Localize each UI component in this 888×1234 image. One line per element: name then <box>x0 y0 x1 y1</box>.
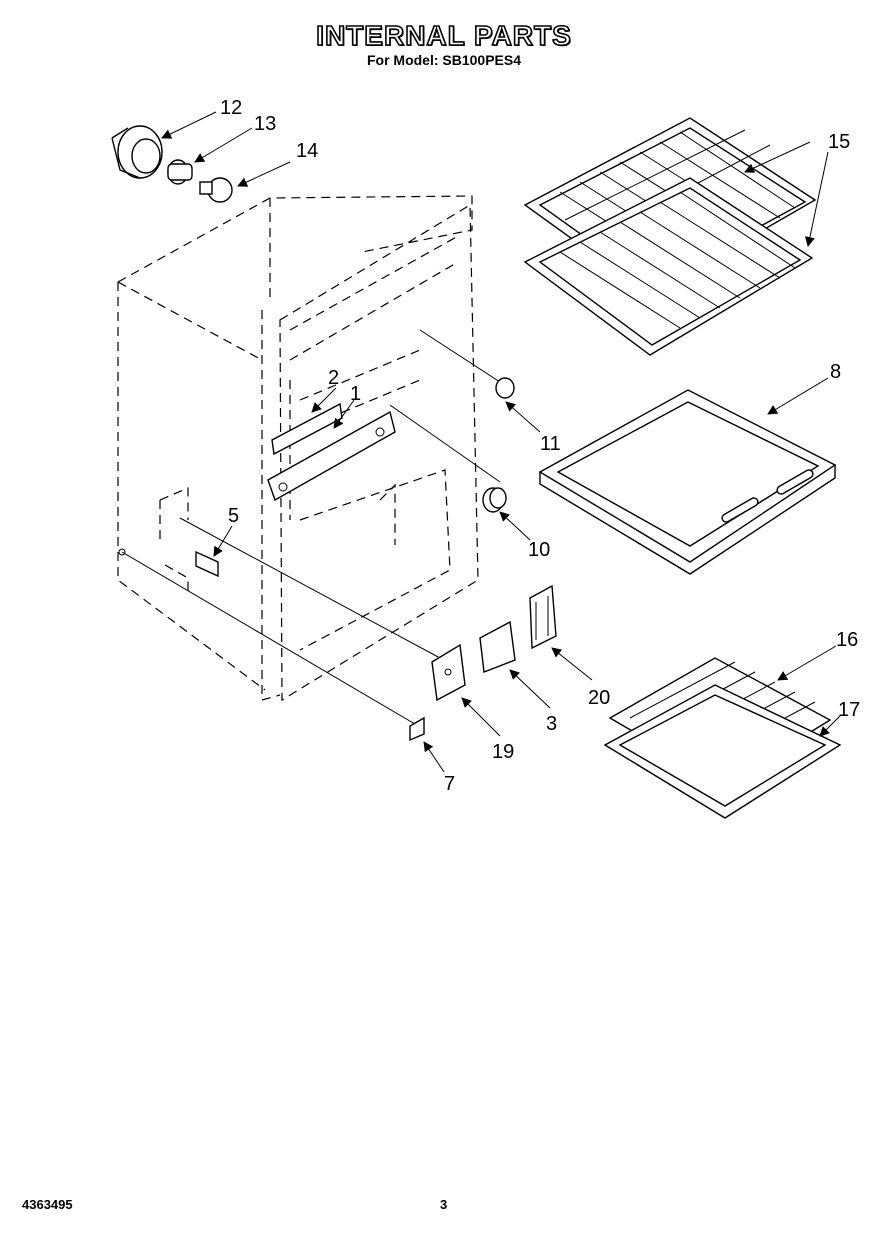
rack-support-rail-part <box>267 410 396 502</box>
broiler-pan-part <box>603 684 842 819</box>
callout-arrows <box>161 111 841 773</box>
mounting-plate-part-19 <box>431 643 466 702</box>
callout-19: 19 <box>492 741 514 763</box>
knob-part-11 <box>495 377 515 399</box>
callout-3: 3 <box>546 713 557 735</box>
callout-11: 11 <box>540 433 561 455</box>
callout-14: 14 <box>296 140 318 162</box>
oven-rack-lower <box>523 177 814 356</box>
oven-tray-part <box>538 389 837 575</box>
light-housing-part <box>111 125 163 179</box>
callout-20: 20 <box>588 687 610 709</box>
callout-8: 8 <box>830 361 841 383</box>
callout-7: 7 <box>444 773 455 795</box>
document-number: 4363495 <box>22 1197 73 1212</box>
callout-13: 13 <box>254 113 276 135</box>
callout-16: 16 <box>836 629 858 651</box>
callout-17: 17 <box>838 699 860 721</box>
callout-5: 5 <box>228 505 239 527</box>
callout-2: 2 <box>328 367 339 389</box>
oven-cavity-outline <box>117 195 479 702</box>
plate-part-3 <box>479 620 516 673</box>
callout-1: 1 <box>350 383 361 405</box>
light-socket-part <box>167 159 193 185</box>
clip-part-7 <box>409 716 425 742</box>
knob-part-10 <box>482 487 507 513</box>
callout-10: 10 <box>528 539 550 561</box>
callout-15: 15 <box>828 131 850 153</box>
callout-labels: 12 13 14 15 8 2 1 11 10 5 16 17 20 3 19 … <box>220 97 860 795</box>
page-number: 3 <box>440 1197 448 1212</box>
callout-12: 12 <box>220 97 242 119</box>
page-title: INTERNAL PARTS <box>315 19 572 52</box>
hinge-bracket-part-20 <box>529 584 557 650</box>
clip-part-5 <box>195 550 219 578</box>
light-bulb-part <box>199 177 233 203</box>
model-subtitle: For Model: SB100PES4 <box>366 52 522 68</box>
